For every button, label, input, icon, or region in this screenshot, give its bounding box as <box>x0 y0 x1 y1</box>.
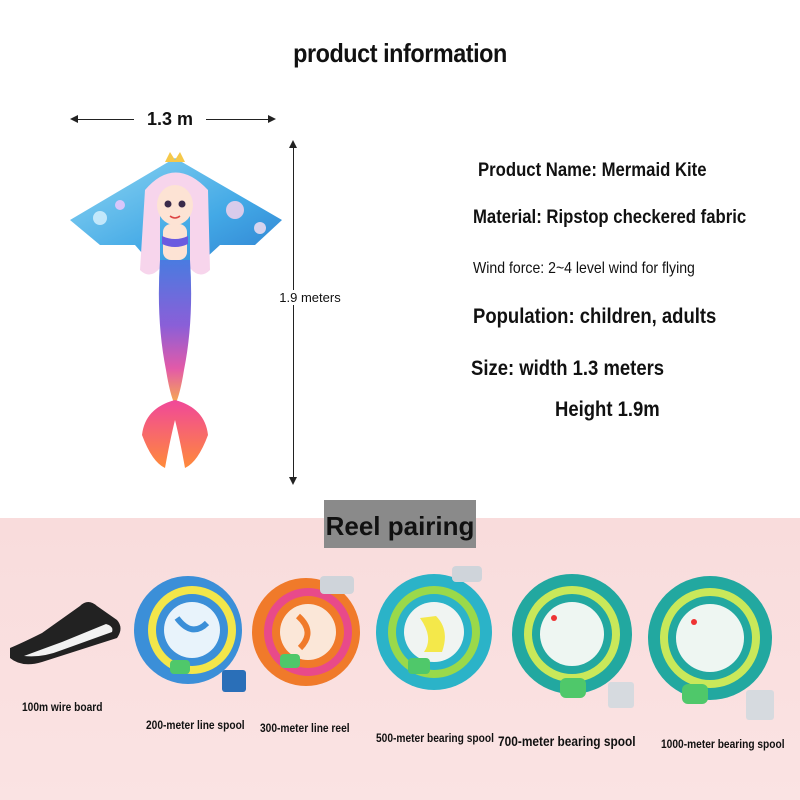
reel-label-1000m: 1000-meter bearing spool <box>661 737 785 751</box>
reel-label-500m: 500-meter bearing spool <box>376 731 494 745</box>
700m-bearing-spool-image <box>512 574 634 708</box>
product-wind-force: Wind force: 2~4 level wind for flying <box>473 260 695 277</box>
height-label: 1.9 meters <box>265 290 355 305</box>
product-population: Population: children, adults <box>473 305 717 328</box>
product-size: Size: width 1.3 meters <box>471 357 665 380</box>
height-dimension: 1.9 meters <box>265 140 355 485</box>
200m-spool-image <box>134 576 246 692</box>
page-title: product information <box>293 38 507 68</box>
500m-bearing-spool-image <box>376 566 492 690</box>
reel-pairing-header: Reel pairing <box>324 500 476 548</box>
1000m-bearing-spool-image <box>648 576 774 720</box>
reel-label-300m: 300-meter line reel <box>260 721 350 735</box>
product-height: Height 1.9m <box>555 398 660 421</box>
product-material: Material: Ripstop checkered fabric <box>473 207 747 228</box>
product-name: Product Name: Mermaid Kite <box>478 160 707 181</box>
reel-label-100m: 100m wire board <box>22 700 103 714</box>
reel-label-700m: 700-meter bearing spool <box>498 733 636 749</box>
width-label: 1.3 m <box>146 109 194 129</box>
wire-board-image <box>10 602 121 665</box>
mermaid-kite-image <box>70 152 282 468</box>
reel-label-200m: 200-meter line spool <box>146 718 245 732</box>
300m-reel-image <box>252 576 360 686</box>
width-dimension: 1.3 m <box>70 109 276 130</box>
